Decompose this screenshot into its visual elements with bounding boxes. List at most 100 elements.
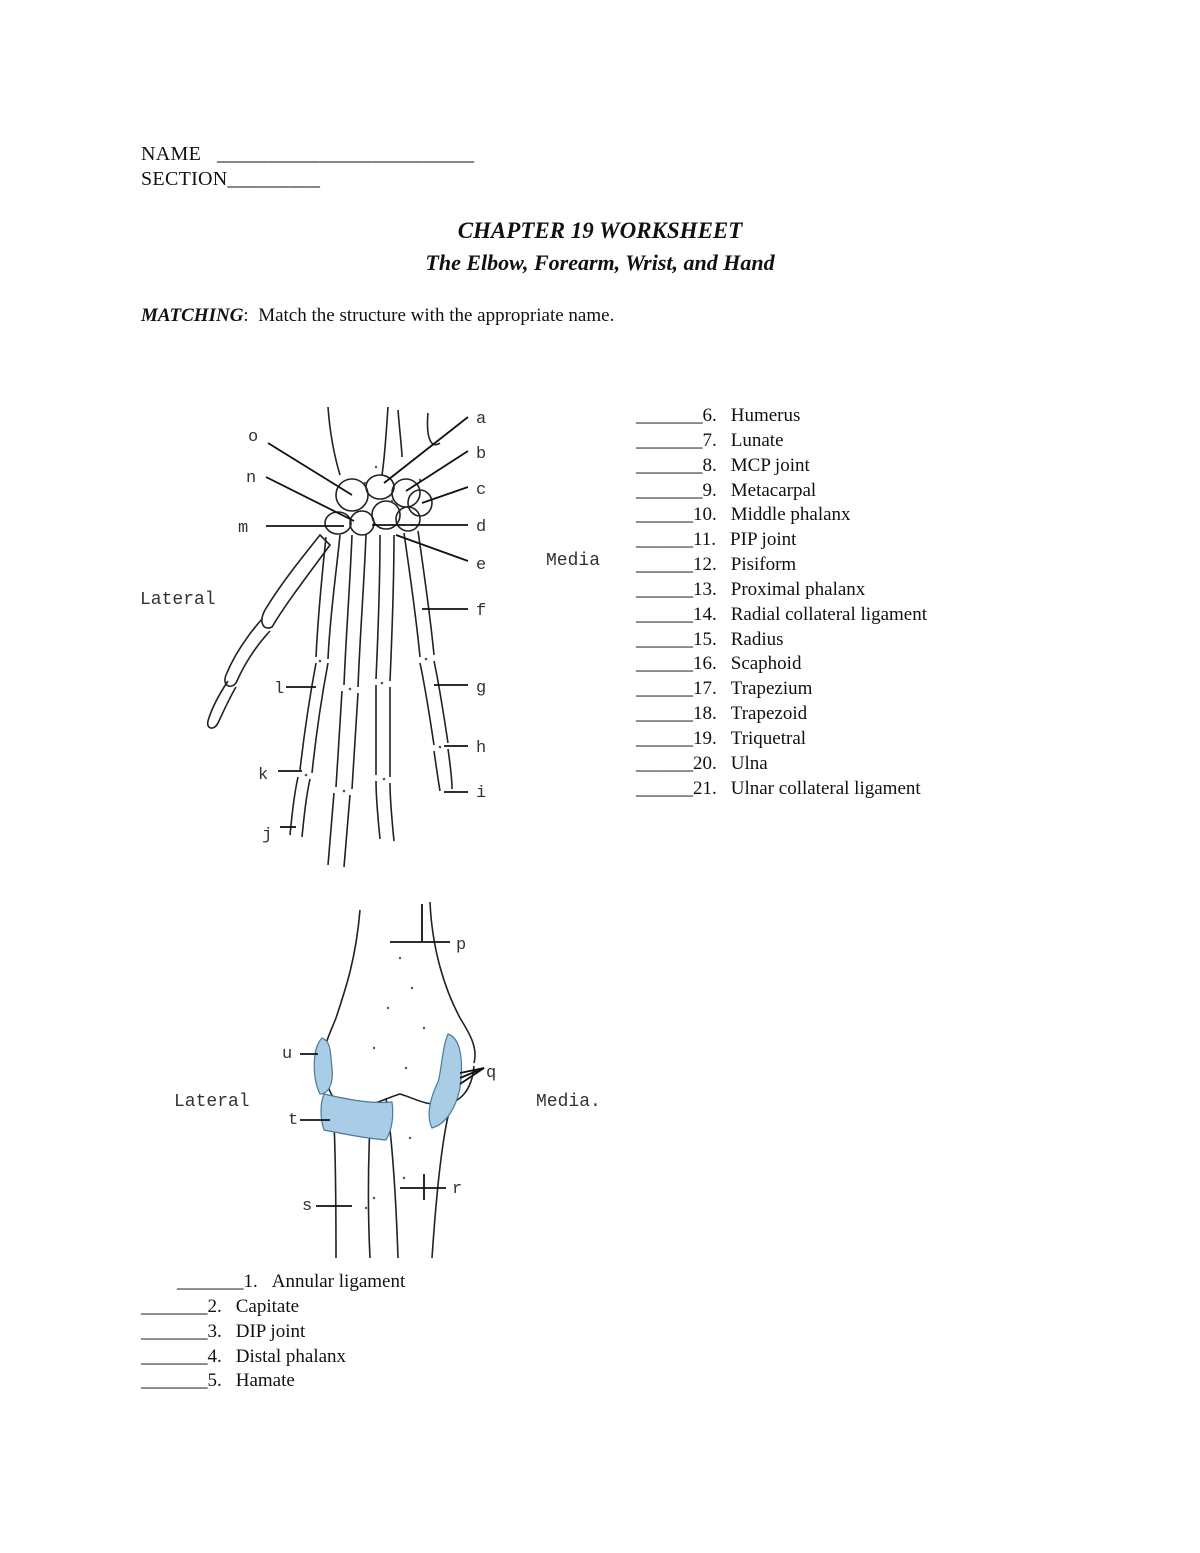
hand-label-g: g (476, 679, 486, 698)
structure-name: Triquetral (730, 727, 807, 749)
hand-side-medial: Media (546, 551, 600, 571)
structure-name: Pisiform (730, 554, 797, 576)
elbow-label-s: s (302, 1197, 312, 1216)
answer-blank[interactable]: ______20. (636, 752, 717, 774)
radius-outline (333, 1122, 371, 1259)
hand-label-k: k (258, 766, 268, 785)
list-item: _______2. Capitate (141, 1295, 405, 1320)
elbow-side-lateral: Lateral (174, 1092, 250, 1112)
structure-name: Metacarpal (730, 479, 817, 501)
structure-name: Proximal phalanx (730, 578, 866, 600)
carpal-bones (324, 465, 433, 536)
elbow-label-p: p (456, 936, 466, 955)
hand-label-l: l (274, 680, 284, 699)
structure-name: DIP joint (235, 1320, 306, 1342)
structure-name: Ulna (730, 752, 768, 774)
elbow-stipple (364, 956, 426, 1210)
instructions-lead: MATCHING (141, 305, 244, 326)
hand-label-a: a (476, 410, 486, 429)
answer-blank[interactable]: ______13. (636, 578, 717, 600)
elbow-leader-lines (300, 904, 485, 1207)
list-item: _______3. DIP joint (141, 1320, 405, 1345)
hand-label-n: n (246, 469, 256, 488)
answer-blank[interactable]: _______1. (177, 1271, 258, 1292)
elbow-label-t: t (288, 1111, 298, 1130)
forearm-radius-outline (327, 406, 341, 476)
answer-blank[interactable]: _______7. (636, 429, 717, 451)
list-item: _______8. MCP joint (636, 454, 927, 479)
answer-blank[interactable]: _______2. (141, 1295, 222, 1317)
list-item: ______11. PIP joint (636, 528, 927, 553)
hand-label-f: f (476, 602, 486, 621)
hand-side-lateral: Lateral (140, 590, 216, 610)
structure-name: Capitate (235, 1295, 300, 1317)
page-title: CHAPTER 19 WORKSHEET (457, 218, 743, 243)
hand-skeleton-figure: a b c d e f g h i j k l m n o Lateral Me… (140, 406, 600, 868)
list-item: _______4. Distal phalanx (141, 1345, 405, 1370)
instructions: MATCHING: Match the structure with the a… (141, 305, 614, 327)
structure-name: Hamate (235, 1370, 295, 1392)
answer-blank[interactable]: _______4. (141, 1345, 222, 1367)
answer-blank[interactable]: ______18. (636, 703, 717, 725)
answer-blank[interactable]: ______17. (636, 678, 717, 700)
hand-label-j: j (262, 826, 272, 845)
list-item: _______7. Lunate (636, 429, 927, 454)
list-item: ______19. Triquetral (636, 727, 927, 752)
hand-label-h: h (476, 739, 486, 758)
name-field-line: NAME _________________________ (141, 143, 475, 165)
list-item: ______18.Trapezoid (636, 702, 927, 727)
page-subtitle: The Elbow, Forearm, Wrist, and Hand (425, 250, 775, 275)
list-item: ______21. Ulnar collateral ligament (636, 777, 927, 802)
structure-name: Middle phalanx (730, 504, 851, 526)
list-item: _______9. Metacarpal (636, 479, 927, 504)
structure-name: Distal phalanx (235, 1345, 347, 1367)
structure-name: Annular ligament (271, 1271, 406, 1292)
answer-blank[interactable]: _______5. (141, 1370, 222, 1392)
hand-label-c: c (476, 481, 486, 500)
hand-label-i: i (476, 784, 486, 803)
elbow-side-medial: Media. (536, 1092, 601, 1112)
structure-name: Lunate (730, 429, 784, 451)
elbow-label-u: u (282, 1045, 292, 1064)
list-item: ______15.Radius (636, 628, 927, 653)
answer-blank[interactable]: _______3. (141, 1320, 222, 1342)
answer-blank[interactable]: ______14. (636, 603, 717, 625)
ulnar-collateral-ligament-shape (428, 1033, 463, 1129)
list-item: _______5. Hamate (141, 1369, 405, 1394)
structure-name: Scaphoid (730, 653, 802, 675)
answer-blank[interactable]: ______11. (636, 529, 717, 551)
hand-leader-lines (265, 416, 469, 828)
hand-label-e: e (476, 556, 486, 575)
matching-list-right: _______6. Humerus _______7. Lunate _______… (636, 404, 927, 802)
list-item: _______1. Annular ligament (141, 1270, 405, 1295)
answer-blank[interactable]: ______10. (636, 504, 717, 526)
answer-blank[interactable]: ______15. (636, 628, 717, 650)
answer-blank[interactable]: ______12. (636, 554, 717, 576)
answer-blank[interactable]: ______16. (636, 653, 717, 675)
answer-blank[interactable]: _______9. (636, 479, 717, 501)
answer-blank[interactable]: _______6. (636, 405, 717, 426)
list-item: ______20. Ulna (636, 752, 927, 777)
list-item: ______13. Proximal phalanx (636, 578, 927, 603)
answer-blank[interactable]: ______19. (636, 727, 717, 749)
structure-name: MCP joint (730, 454, 810, 476)
instructions-text: : Match the structure with the appropria… (243, 305, 615, 326)
answer-blank[interactable]: ______21. (636, 777, 717, 799)
elbow-label-r: r (452, 1180, 462, 1199)
list-item: ______12. Pisiform (636, 553, 927, 578)
hand-label-b: b (476, 445, 486, 464)
elbow-label-q: q (486, 1064, 496, 1083)
structure-name: Ulnar collateral ligament (730, 777, 921, 799)
matching-list-bottom: _______1. Annular ligament _______2. Capit… (141, 1270, 405, 1394)
finger-bones (289, 530, 453, 868)
hand-label-d: d (476, 518, 486, 537)
radial-collateral-ligament-shape (313, 1037, 333, 1095)
list-item: ______16. Scaphoid (636, 652, 927, 677)
structure-name: PIP joint (730, 529, 797, 551)
structure-name: Radial collateral ligament (730, 603, 928, 625)
list-item: _______6. Humerus (636, 404, 927, 429)
thumb-bones (206, 533, 332, 729)
answer-blank[interactable]: _______8. (636, 454, 717, 476)
structure-name: Humerus (730, 405, 801, 426)
list-item: ______17.Trapezium (636, 677, 927, 702)
